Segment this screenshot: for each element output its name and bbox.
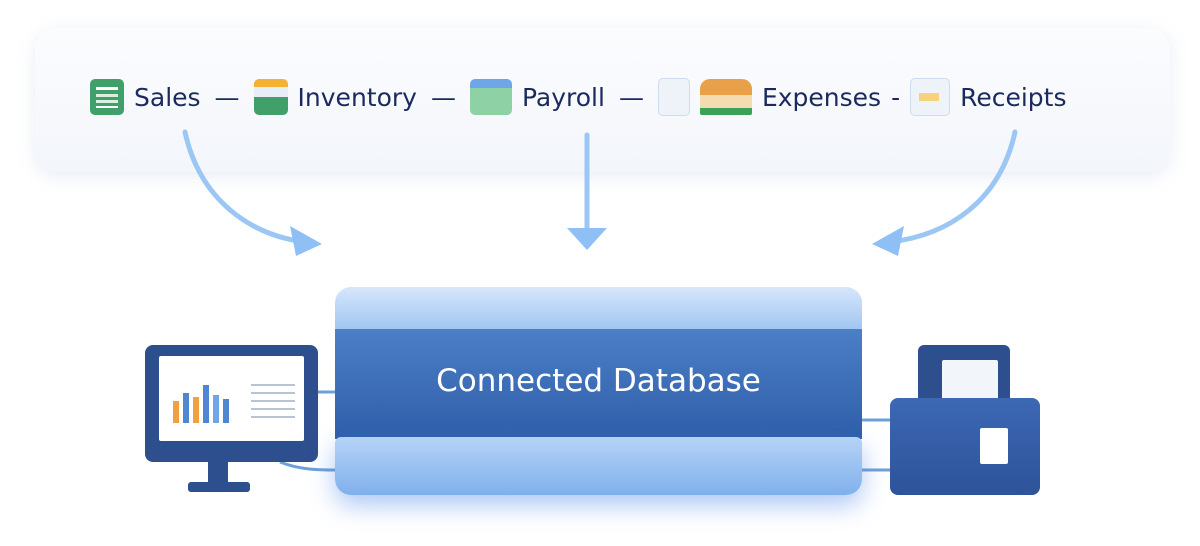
separator: - <box>891 82 901 112</box>
inventory-box-icon <box>253 79 288 115</box>
arrow-right <box>887 129 1018 245</box>
connected-database: Connected Database <box>335 285 862 495</box>
cable-printer <box>862 418 892 472</box>
house-icon <box>699 79 752 115</box>
source-label-receipts: Receipts <box>960 82 1067 112</box>
cable-monitor <box>279 390 337 472</box>
dashboard-chart-screen <box>159 356 304 441</box>
data-sources-panel <box>35 28 1170 172</box>
separator: — <box>214 82 240 112</box>
database-lid <box>335 285 862 333</box>
database-base <box>335 437 862 495</box>
printer-slot-icon <box>980 428 1008 464</box>
source-label-expenses: Expenses <box>761 82 882 112</box>
source-label-inventory: Inventory <box>297 82 417 112</box>
arrowhead-right <box>872 226 904 256</box>
printer <box>890 398 1040 495</box>
arrowhead-center <box>567 228 607 250</box>
document-icon <box>657 78 690 116</box>
payroll-stack-icon <box>469 79 512 115</box>
separator: — <box>618 82 644 112</box>
monitor-foot <box>188 482 250 492</box>
arrow-left <box>182 129 308 245</box>
arrowhead-left <box>290 226 322 256</box>
computer-monitor <box>145 345 318 462</box>
monitor-stand <box>208 462 228 482</box>
source-label-sales: Sales <box>134 82 201 112</box>
data-sources-row: Sales — Inventory — Payroll — Expenses -… <box>90 75 1067 119</box>
separator: — <box>430 82 456 112</box>
spreadsheet-icon <box>90 79 124 115</box>
source-label-payroll: Payroll <box>521 82 605 112</box>
database-title: Connected Database <box>436 363 761 399</box>
receipt-icon <box>910 78 951 116</box>
database-body <box>335 329 862 439</box>
